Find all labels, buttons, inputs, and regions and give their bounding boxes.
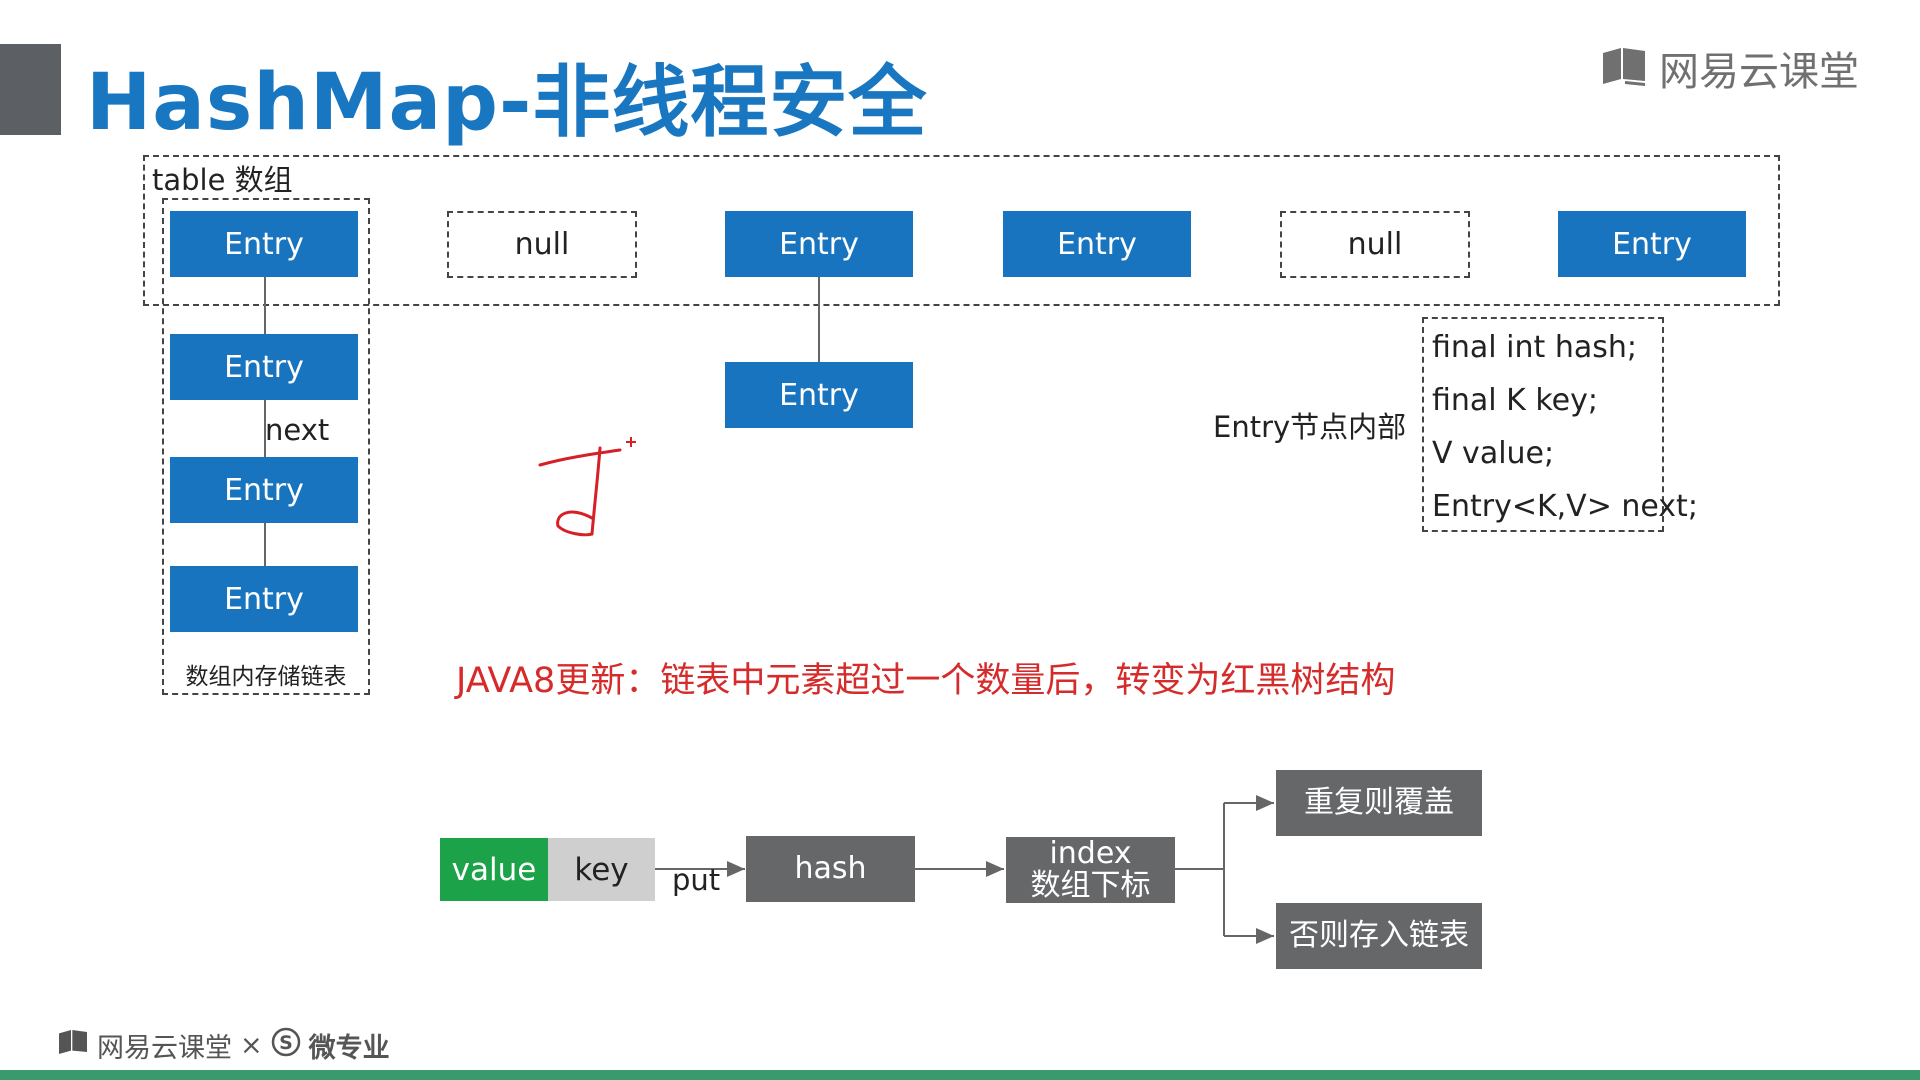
- chain-frame: [162, 198, 370, 695]
- brand-logo: 网易云课堂: [1601, 44, 1859, 95]
- handwritten-mark: [538, 437, 636, 537]
- flow-index: index 数组下标: [1006, 837, 1175, 903]
- chain-connector: [818, 277, 820, 362]
- book-icon: [57, 1028, 89, 1063]
- title-accent-bar: [0, 44, 61, 135]
- table-null-4: null: [1280, 211, 1470, 278]
- chain3-entry: Entry: [725, 362, 913, 428]
- flow-hash: hash: [746, 836, 915, 902]
- table-array-frame: [143, 155, 1780, 306]
- footer-brand-name: 网易云课堂: [97, 1032, 232, 1064]
- table-entry-0: Entry: [170, 211, 358, 277]
- flow-key: key: [548, 838, 655, 901]
- footer-times: ×: [240, 1029, 263, 1061]
- entry-field-key: final K key;: [1432, 383, 1598, 418]
- table-entry-5: Entry: [1558, 211, 1746, 277]
- entry-fields-box: final int hash; final K key; V value; En…: [1422, 317, 1698, 532]
- chain-connector: [264, 523, 266, 566]
- chain-connector: [264, 400, 266, 457]
- next-label: next: [265, 413, 330, 447]
- table-array-label: table 数组: [152, 163, 293, 197]
- entry-field-value: V value;: [1432, 436, 1555, 471]
- table-null-1: null: [447, 211, 637, 278]
- chain-entry-2: Entry: [170, 457, 358, 523]
- bottom-progress-bar: [0, 1070, 1920, 1080]
- java8-note: JAVA8更新：链表中元素超过一个数量后，转变为红黑树结构: [456, 661, 1396, 701]
- flow-put-label: put: [672, 863, 721, 897]
- flow-value: value: [440, 838, 548, 901]
- svg-text:S: S: [279, 1032, 293, 1054]
- flow-store-list: 否则存入链表: [1276, 903, 1482, 969]
- footer-brand: 网易云课堂 × S 微专业: [57, 1026, 390, 1064]
- chain-caption: 数组内存储链表: [185, 664, 347, 690]
- footer-partner: 微专业: [308, 1032, 390, 1064]
- slide-title: HashMap-非线程安全: [86, 58, 928, 148]
- brand-name: 网易云课堂: [1659, 49, 1859, 95]
- table-entry-2: Entry: [725, 211, 913, 277]
- entry-field-next: Entry<K,V> next;: [1432, 489, 1698, 524]
- entry-field-hash: final int hash;: [1432, 330, 1637, 365]
- table-entry-3: Entry: [1003, 211, 1191, 277]
- entry-inner-label: Entry节点内部: [1213, 410, 1407, 444]
- chain-entry-1: Entry: [170, 334, 358, 400]
- flow-overwrite: 重复则覆盖: [1276, 770, 1482, 836]
- chain-entry-3: Entry: [170, 566, 358, 632]
- book-icon: [1601, 45, 1647, 91]
- flow-index-line2: 数组下标: [1030, 868, 1151, 903]
- flow-index-line1: index: [1049, 836, 1132, 871]
- chain-connector: [264, 277, 266, 334]
- s-circle-icon: S: [271, 1027, 301, 1064]
